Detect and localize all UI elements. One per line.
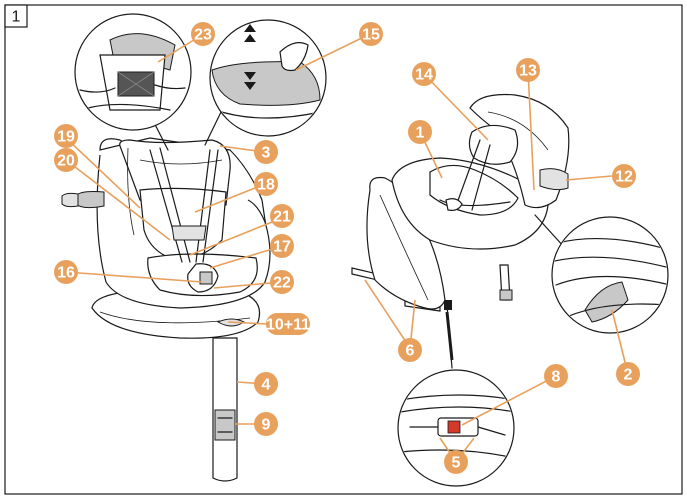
callout-badge [359,22,383,46]
red-indicator-icon [447,420,461,434]
detail-recline-indicator [551,216,669,334]
callout-number: 6 [406,343,415,360]
detail-isofix-indicator [397,369,515,487]
callout-badge [54,124,78,148]
callout-number: 16 [57,265,75,282]
callout-number: 5 [452,455,461,472]
callout-badge [270,234,294,258]
callout-number: 4 [262,377,271,394]
callout-15: 15 [359,22,383,46]
figure-frame [4,4,683,495]
double-up-triangle-icon [244,24,256,42]
figure-number-box: 1 [4,4,28,28]
callout-number: 19 [57,129,75,146]
callout-number: 22 [273,275,291,292]
callout-badge [254,172,278,196]
callout-number: 9 [262,417,271,434]
callout-number: 10+11 [266,317,310,334]
callout-number: 15 [362,27,380,44]
callout-17: 17 [270,234,294,258]
callout-number: 2 [624,367,633,384]
callout-badge [191,22,215,46]
callout-badge [616,362,640,386]
callout-badge [266,313,310,335]
callout-13: 13 [516,58,540,82]
callout-layer: 23 15 19 20 3 18 21 17 16 22 10+11 4 9 14 13 1 12 2 6 8 5 [54,22,640,474]
callout-18: 18 [254,172,278,196]
left-seat-illustration [61,94,271,482]
callout-9: 9 [254,412,278,436]
right-seat-illustration [351,93,570,369]
callout-2: 2 [616,362,640,386]
callout-number: 17 [273,239,291,256]
callout-badge [54,260,78,284]
callout-6: 6 [398,338,422,362]
callout-5: 5 [444,450,468,474]
callout-number: 21 [273,209,291,226]
detail-harness-height [74,13,192,131]
callout-20: 20 [54,148,78,172]
callout-14: 14 [412,62,436,86]
callout-8: 8 [544,364,568,388]
callout-badge [412,62,436,86]
callout-number: 1 [416,125,425,142]
callout-number: 3 [262,145,271,162]
callout-badge [612,164,636,188]
detail-rotation-buttons [209,19,327,137]
callout-badge [398,338,422,362]
callout-number: 20 [57,153,75,170]
callout-number: 23 [194,27,212,44]
callout-badge [544,364,568,388]
callout-number: 14 [415,67,433,84]
callout-badge [270,270,294,294]
callout-16: 16 [54,260,78,284]
callout-number: 12 [615,169,633,186]
callout-19: 19 [54,124,78,148]
double-down-triangle-icon [244,72,256,90]
callout-badge [254,412,278,436]
callout-number: 13 [519,63,537,80]
callout-4: 4 [254,372,278,396]
callout-number: 8 [552,369,561,386]
callout-badge [54,148,78,172]
callout-badge [444,450,468,474]
figure-number: 1 [12,9,21,26]
callout-badge [408,120,432,144]
callout-badge [254,140,278,164]
callout-1: 1 [408,120,432,144]
callout-badge [516,58,540,82]
callout-12: 12 [612,164,636,188]
callout-23: 23 [191,22,215,46]
callout-21: 21 [270,204,294,228]
callout-number: 18 [257,177,275,194]
callout-badge [270,204,294,228]
callout-10-plus-11: 10+11 [266,313,310,335]
callout-badge [254,372,278,396]
callout-22: 22 [270,270,294,294]
callout-3: 3 [254,140,278,164]
